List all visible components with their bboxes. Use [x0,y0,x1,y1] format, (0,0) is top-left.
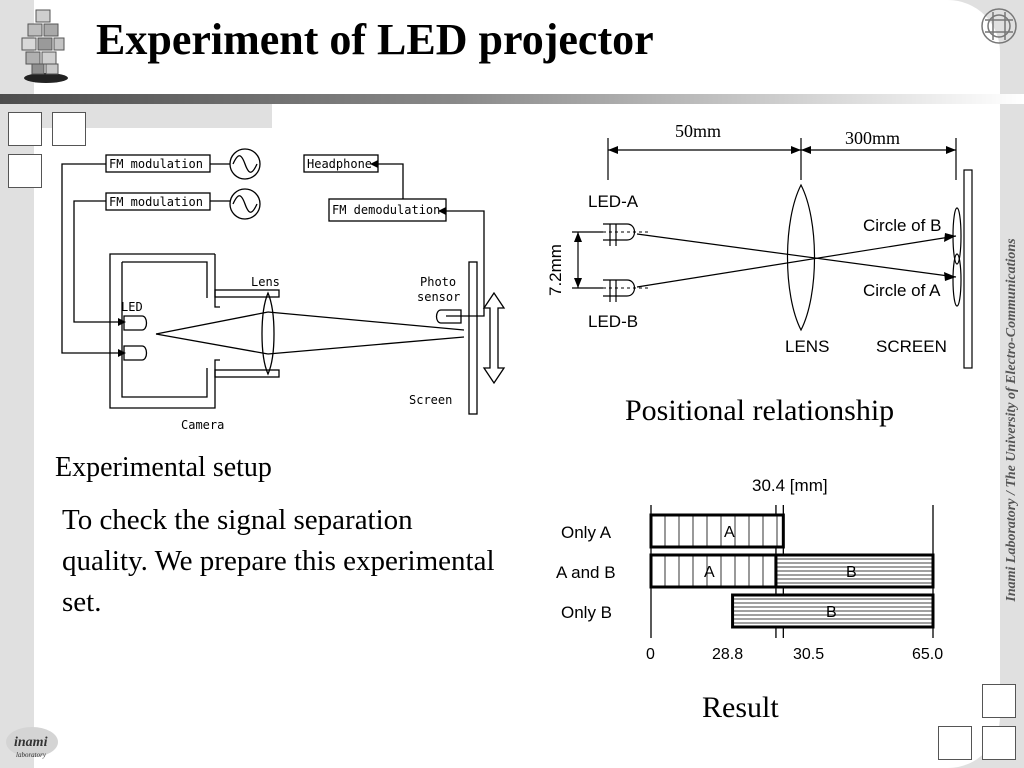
row-label: Only B [561,603,612,622]
bar-label: B [826,604,837,621]
fm-demodulation-label: FM demodulation [332,203,440,217]
title-rule [0,94,1024,104]
bar-label: B [846,564,857,581]
description-text: To check the signal separation quality. … [62,504,495,618]
result-caption: Result [702,691,779,724]
headphone-label: Headphone [307,157,372,171]
header-panel [34,0,948,94]
lab-credit: Inami Laboratory / The University of Ele… [1004,238,1019,602]
gap-label: 7.2mm [546,244,565,296]
tick-label: 0 [646,646,655,663]
photo-sensor-label: sensor [417,290,460,304]
corner-square [982,726,1016,760]
page-title: Experiment of LED projector [96,15,654,64]
corner-square [8,112,42,146]
led-a-label: LED-A [588,192,639,211]
tick-label: 65.0 [912,646,943,663]
right-rounded-border [948,0,1000,768]
tick-label: 30.5 [793,646,824,663]
lens-label: Lens [251,275,280,289]
distance-label: 50mm [675,121,721,141]
tick-label: 28.8 [712,646,743,663]
signal-source-icon [229,188,261,220]
title-rule-tab [0,104,272,128]
width-annotation: 30.4 [mm] [752,476,828,495]
photo-sensor-label: Photo [420,275,456,289]
lens-label: LENS [785,337,829,356]
row-label: A and B [556,563,616,582]
positional-caption: Positional relationship [625,394,895,427]
range-bar-fill [651,555,776,587]
circle-b-label: Circle of B [863,216,941,235]
row-label: Only A [561,523,612,542]
content-panel [34,0,1000,768]
range-bar-fill [651,515,784,547]
screen-label: SCREEN [876,337,947,356]
setup-caption: Experimental setup [55,452,272,483]
range-bar-b [774,553,935,589]
corner-square [52,112,86,146]
screen-label: Screen [409,393,452,407]
bar-label: A [724,524,735,541]
corner-square [8,154,42,188]
led-label: LED [121,300,143,314]
circle-a-label: Circle of A [863,281,941,300]
corner-square [982,684,1016,718]
corner-square [938,726,972,760]
fm-modulation-label: FM modulation [109,195,203,209]
bar-label: A [704,564,715,581]
range-bar-a [649,513,785,549]
range-bar-b [731,593,935,629]
camera-label: Camera [181,418,224,432]
distance-label: 300mm [845,128,900,148]
fm-modulation-label: FM modulation [109,157,203,171]
led-b-label: LED-B [588,312,638,331]
